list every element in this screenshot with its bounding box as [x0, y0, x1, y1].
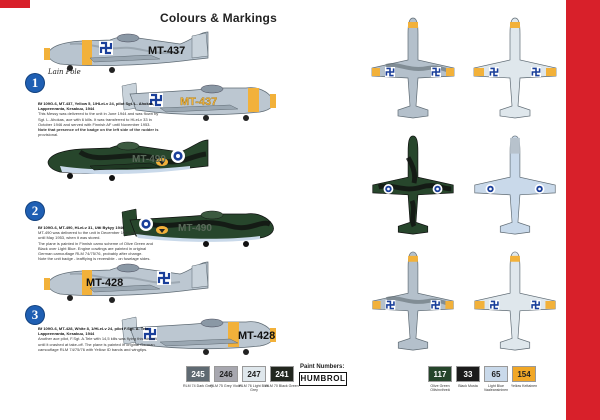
swatch-241-label: RLM 70 Black Green [265, 384, 299, 388]
roundel-insignia [383, 184, 394, 194]
swastika-insignia [531, 67, 541, 77]
swastika-insignia [431, 67, 441, 77]
humbrol-logo: HUMBROL [299, 372, 347, 386]
swatch-241: 241 [270, 366, 294, 382]
red-corner-tab [0, 0, 30, 8]
profile-2-left-code: MT-490 [132, 154, 166, 165]
roundel-insignia [534, 184, 545, 194]
swatch-245: 245 [186, 366, 210, 382]
roundel-insignia [171, 149, 185, 163]
unit-badge-icon [156, 158, 168, 166]
swatch-33: 33 [456, 366, 480, 382]
profile-3-left: MT-428 [44, 261, 209, 303]
unit-badge-icon [156, 226, 168, 234]
swatch-247-label: RLM 76 Light Blue Grey [239, 384, 269, 392]
profile-2-description: Bf 109G-6, MT-490, HLeLv 31, Utti Bykyy … [38, 225, 153, 262]
swatch-117-label: Olive Green Oliivinvihreä [430, 384, 450, 392]
swastika-insignia [385, 67, 395, 77]
swastika-insignia [530, 300, 541, 310]
planform-2-top [372, 135, 454, 235]
roundel-insignia [432, 184, 443, 194]
planform-2-bottom [474, 135, 556, 235]
red-side-band [566, 0, 600, 420]
roundel-insignia [485, 184, 496, 194]
profile-3-left-code: MT-428 [86, 277, 123, 289]
swastika-insignia [489, 67, 499, 77]
profile-number-3: 3 [26, 306, 44, 324]
swastika-insignia [149, 93, 163, 107]
paint-numbers-label: Paint Numbers: [300, 364, 345, 370]
swatch-117: 117 [428, 366, 452, 382]
sheet-title: Colours & Markings [160, 11, 277, 25]
profile-1-right-code: MT-437 [180, 96, 217, 108]
swatch-154-label: Yellow Keltainen [510, 384, 538, 388]
planform-3-top [372, 251, 454, 351]
swatch-246: 246 [214, 366, 238, 382]
profile-2-right-code: MT-490 [178, 223, 212, 234]
swastika-insignia [99, 41, 113, 55]
profile-1-left: MT-437 [44, 31, 209, 73]
swatch-154: 154 [512, 366, 536, 382]
profile-2-right: MT-490 [121, 208, 274, 247]
planform-3-bottom [474, 251, 556, 351]
roundel-insignia [139, 217, 153, 231]
swastika-insignia [385, 300, 396, 310]
swastika-insignia [489, 300, 500, 310]
profile-3-description: Bf 109G-6, MT-428, White 8, 1/HLeLv 24, … [38, 326, 157, 352]
profile-3-right: MT-428 [121, 316, 276, 355]
planform-1-bottom [473, 17, 557, 119]
swatch-65: 65 [484, 366, 508, 382]
swastika-insignia [143, 327, 157, 341]
swatch-65-label: Light Blue Vaaleansininen [483, 384, 509, 392]
pilot-signature: Lain Pole [48, 68, 81, 76]
planform-1-top [371, 17, 455, 119]
swatch-247: 247 [242, 366, 266, 382]
profile-3-right-code: MT-428 [238, 330, 275, 342]
profile-number-2: 2 [26, 202, 44, 220]
swatch-245-label: RLM 74 Dark Grey [183, 384, 213, 388]
swastika-insignia [430, 300, 441, 310]
profile-number-1: 1 [26, 74, 44, 92]
profile-1-right: MT-437 [121, 82, 276, 121]
profile-1-left-code: MT-437 [148, 45, 185, 57]
profile-2-left: MT-490 [47, 139, 209, 181]
swatch-246-label: RLM 75 Grey Violet [210, 384, 242, 388]
profile-1-description: Bf 109G-6, MT-437, Yellow 5, 1/HLeLv 24,… [38, 101, 159, 138]
swatch-33-label: Black Musta [458, 384, 478, 388]
swastika-insignia [157, 271, 171, 285]
